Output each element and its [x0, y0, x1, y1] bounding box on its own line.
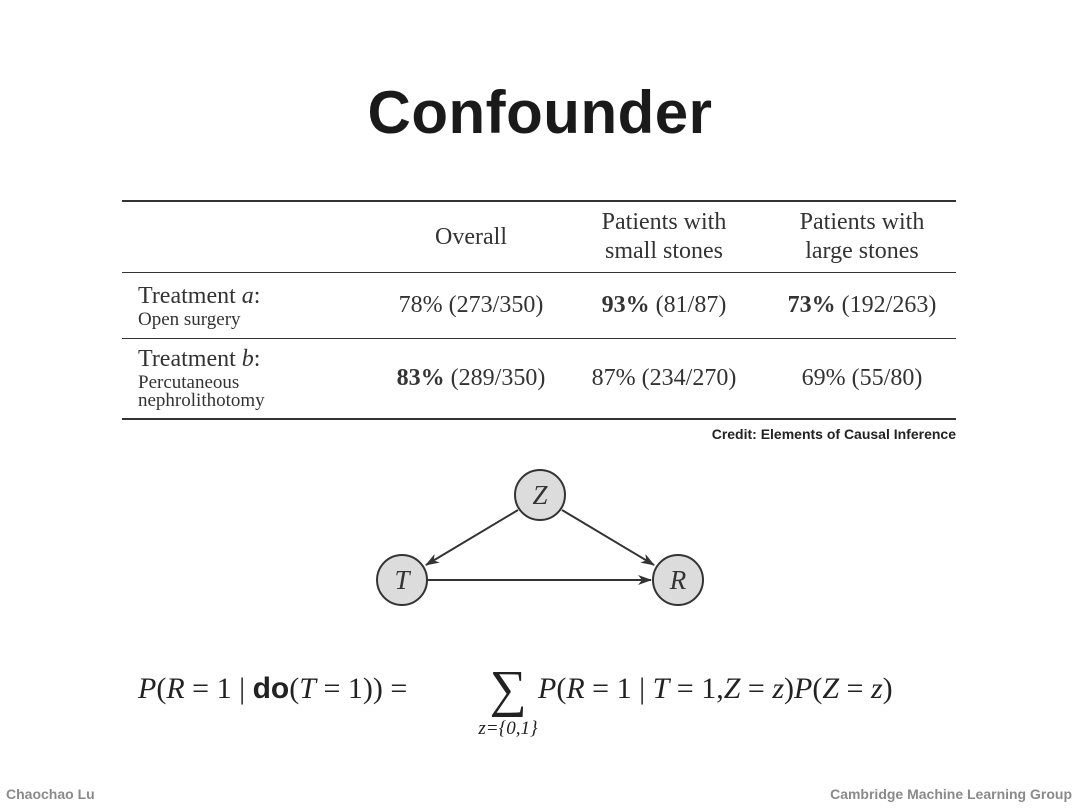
formula-sum: ∑ z={0,1} — [458, 661, 558, 740]
sum-subscript: z={0,1} — [478, 718, 538, 739]
formula-rhs: P(R = 1 | T = 1,Z = z)P(Z = z) — [538, 672, 893, 705]
table-row-treatment-a: Treatment a: Open surgery 78% (273/350) … — [122, 273, 956, 339]
table-row-treatment-b: Treatment b: Percutaneous nephrolithotom… — [122, 339, 956, 419]
credit-note: Credit: Elements of Causal Inference — [711, 426, 956, 442]
row-label-treatment-b: Treatment b: Percutaneous nephrolithotom… — [122, 339, 382, 419]
cell-a-small: 93% (81/87) — [601, 292, 727, 318]
cell-a-large: 73% (192/263) — [787, 292, 937, 318]
footer-author: Chaochao Lu — [6, 786, 95, 802]
header-large-stones: Patients with large stones — [799, 209, 925, 264]
row-label-treatment-a: Treatment a: Open surgery — [122, 273, 382, 339]
sum-symbol: ∑ — [489, 661, 527, 718]
do-calculus-formula: P(R = 1 | do(T = 1)) = ∑ z={0,1} P(R = 1… — [138, 661, 968, 748]
row-sublabel: Open surgery — [138, 308, 241, 330]
formula-lhs: P(R = 1 | do(T = 1)) = — [138, 672, 408, 705]
footer-group: Cambridge Machine Learning Group — [830, 786, 1072, 802]
table-header-row: Overall Patients with small stones Patie… — [122, 201, 956, 273]
node-r-label: R — [669, 565, 687, 595]
node-r: R — [652, 554, 704, 606]
header-empty — [122, 201, 382, 273]
header-small-stones: Patients with small stones — [601, 209, 727, 264]
node-z: Z — [514, 469, 566, 521]
cell-b-small: 87% (234/270) — [591, 364, 737, 391]
cell-b-overall: 83% (289/350) — [396, 364, 546, 391]
slide-title: Confounder — [367, 79, 713, 146]
node-z-label: Z — [532, 480, 548, 510]
row-sublabel: Percutaneous nephrolithotomy — [138, 372, 265, 412]
node-t-label: T — [394, 565, 411, 595]
cell-a-overall: 78% (273/350) — [398, 292, 544, 318]
node-t: T — [376, 554, 428, 606]
causal-diagram: Z T R — [376, 469, 704, 606]
edge-z-to-r — [561, 509, 655, 566]
results-table: Overall Patients with small stones Patie… — [122, 200, 956, 420]
header-overall: Overall — [435, 223, 507, 250]
edge-z-to-t — [425, 509, 519, 566]
cell-b-large: 69% (55/80) — [801, 364, 923, 391]
